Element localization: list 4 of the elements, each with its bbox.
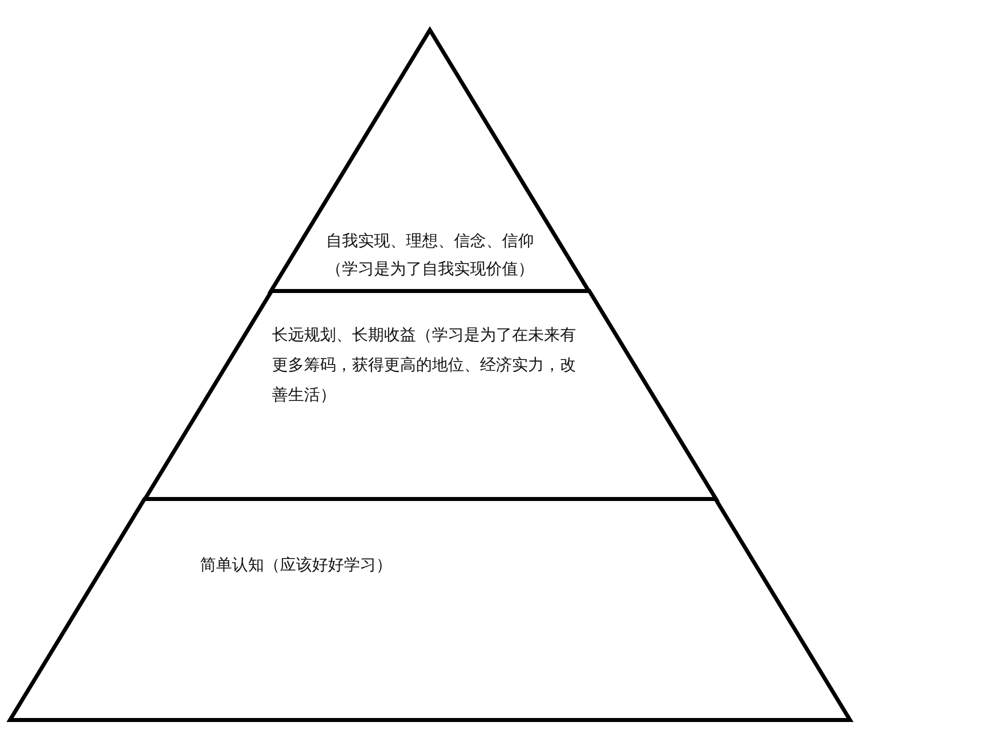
tier-text: 简单认知（应该好好学习） <box>200 554 392 576</box>
tier-label: 自我实现、理想、信念、信仰 <box>326 230 534 252</box>
tier-note: （学习是为了自我实现价值） <box>326 258 534 280</box>
tier-text: 长远规划、长期收益（学习是为了在未来有更多筹码，获得更高的地位、经济实力，改善生活） <box>272 324 577 406</box>
